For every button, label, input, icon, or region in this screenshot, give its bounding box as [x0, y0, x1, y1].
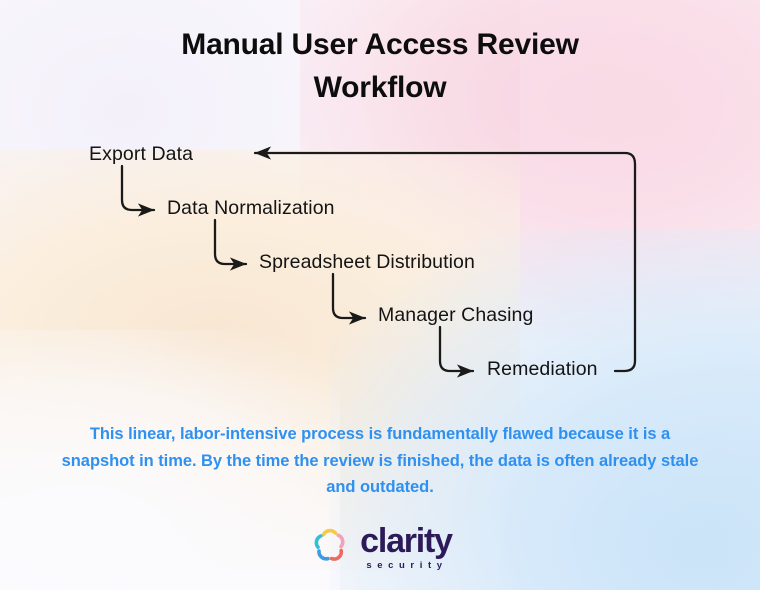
connector-normalization-to-distribution — [213, 218, 248, 271]
page-title-line-1: Manual User Access Review — [181, 28, 579, 61]
connector-chasing-to-remediation — [438, 325, 475, 378]
clarity-star-icon — [314, 529, 345, 562]
workflow-step-manager-chasing: Manager Chasing — [378, 304, 534, 326]
workflow-step-remediation: Remediation — [487, 358, 598, 380]
page-title-line-2: Workflow — [313, 70, 447, 104]
page-title: Manual User Access Review Workflow — [0, 24, 760, 109]
workflow-step-data-normalization: Data Normalization — [167, 197, 335, 219]
caption-text: This linear, labor-intensive process is … — [61, 425, 699, 497]
connector-remediation-loop-back — [253, 146, 637, 373]
workflow-step-export-data: Export Data — [89, 143, 194, 165]
connector-distribution-to-chasing — [331, 272, 367, 325]
brand-tagline: security — [366, 560, 448, 571]
workflow-step-spreadsheet-distribution: Spreadsheet Distribution — [259, 251, 475, 273]
brand-name: clarity — [360, 522, 453, 560]
brand-logo: clarity security — [0, 524, 760, 571]
brand-wordmark: clarity security — [360, 522, 453, 571]
connector-export-to-normalization — [120, 164, 156, 217]
